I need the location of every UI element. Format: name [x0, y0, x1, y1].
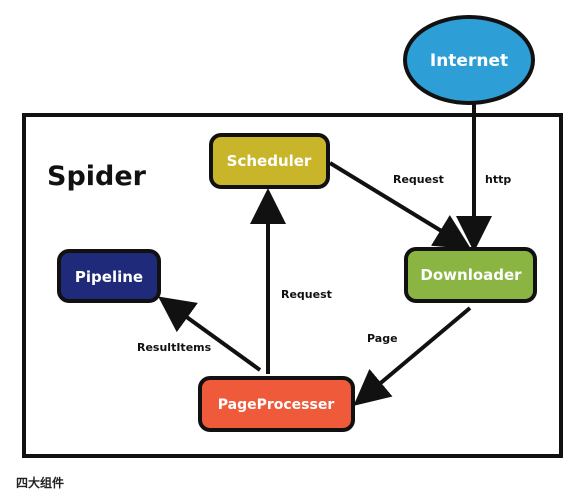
- diagram-title: Spider: [47, 161, 147, 192]
- node-downloader-label: Downloader: [420, 266, 522, 284]
- edge-label-resultitems: ResultItems: [137, 341, 212, 354]
- node-downloader: Downloader: [404, 247, 537, 303]
- figure-caption: 四大组件: [16, 476, 65, 490]
- edge-downloader-processer: [353, 306, 472, 406]
- edge-label-page: Page: [367, 332, 398, 345]
- node-pipeline-label: Pipeline: [75, 268, 143, 286]
- edge-label-http: http: [485, 173, 511, 186]
- node-internet-label: Internet: [430, 51, 508, 71]
- node-scheduler: Scheduler: [209, 133, 330, 189]
- node-pageprocesser: PageProcesser: [198, 376, 355, 432]
- edge-scheduler-downloader: [328, 161, 472, 250]
- edge-label-request-mid: Request: [281, 288, 332, 301]
- spider-boundary-box: [22, 113, 563, 458]
- edge-processer-pipeline: [158, 296, 262, 372]
- node-pageprocesser-label: PageProcesser: [218, 397, 335, 413]
- edge-label-request-top: Request: [393, 173, 444, 186]
- node-pipeline: Pipeline: [57, 249, 161, 303]
- node-internet: Internet: [403, 15, 535, 105]
- node-scheduler-label: Scheduler: [227, 152, 312, 170]
